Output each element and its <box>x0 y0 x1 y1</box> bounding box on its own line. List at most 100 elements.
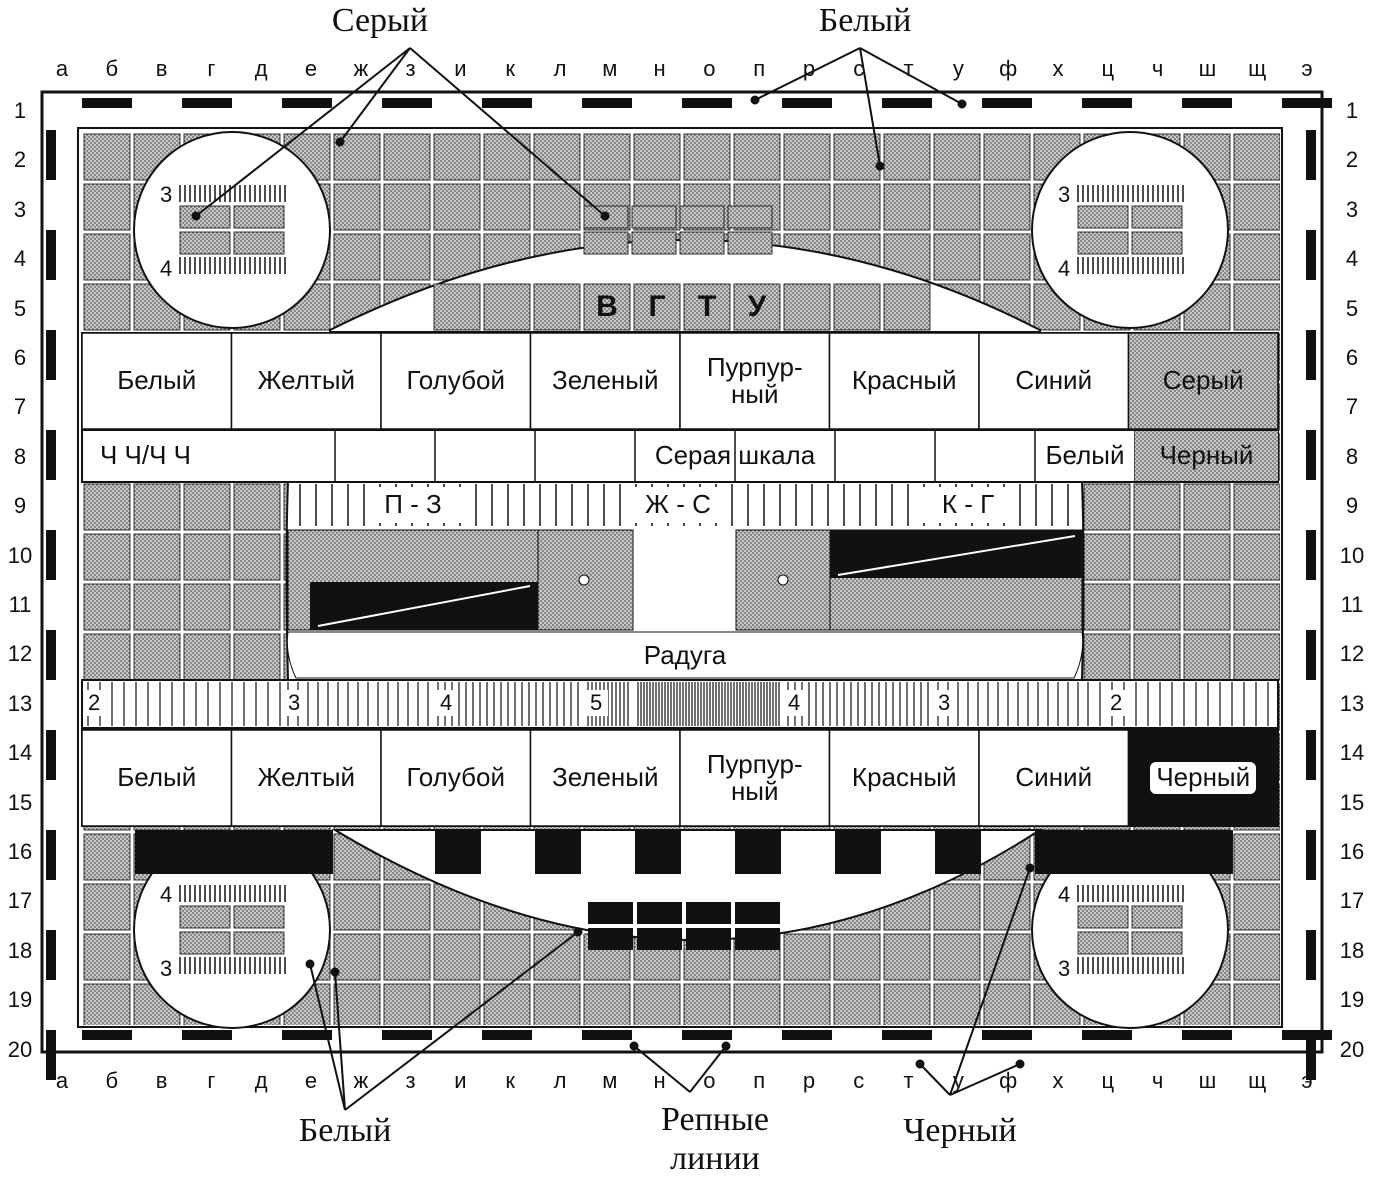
row-number-left: 18 <box>7 937 33 963</box>
grid-cell <box>933 983 981 1025</box>
grey-scale-black-label: Черный <box>1159 440 1254 471</box>
callout-black-bottom: Черный <box>903 1112 1017 1149</box>
column-letter-top: ф <box>999 56 1018 81</box>
circle-block <box>1077 931 1129 955</box>
phase-label: П - З <box>384 489 442 520</box>
grid-cell <box>333 183 381 231</box>
grid-cell <box>233 533 281 581</box>
black-block <box>735 830 781 874</box>
grid-cell <box>83 133 131 181</box>
grid-cell <box>733 133 781 181</box>
color-bar-bottom-label: Белый <box>117 762 197 793</box>
grid-cell <box>783 133 831 181</box>
circle-digit: 3 <box>160 182 173 207</box>
grey-scale-row <box>334 430 1278 482</box>
circle-block <box>233 931 285 955</box>
color-bar-bottom-label: Желтый <box>257 762 356 793</box>
phase-label-bg <box>920 487 1016 523</box>
column-letter-bottom: м <box>602 1068 618 1093</box>
grid-cell <box>533 983 581 1025</box>
grid-cell <box>783 183 831 231</box>
callout-line <box>339 47 411 143</box>
grid-cell <box>1233 983 1280 1025</box>
resolution-digit: 3 <box>288 690 301 715</box>
grid-cell <box>933 233 981 281</box>
border-check <box>1306 230 1316 280</box>
row-number-right: 8 <box>1345 443 1359 469</box>
column-letter-bottom: з <box>405 1068 416 1093</box>
grid-cell <box>1233 233 1280 281</box>
letter-box <box>883 283 931 331</box>
grid-cell <box>483 933 531 981</box>
color-bar-top <box>529 332 681 430</box>
circle-digit: 4 <box>1058 256 1071 281</box>
column-letter-bottom: о <box>703 1068 716 1093</box>
letter-box <box>533 283 581 331</box>
column-letter-bottom: с <box>853 1068 865 1093</box>
callout-line <box>919 1063 951 1096</box>
grid-cell <box>1233 833 1280 881</box>
row-number-right: 12 <box>1339 641 1365 667</box>
column-letter-top: б <box>105 56 119 81</box>
border-check <box>46 430 56 480</box>
phase-label: Ж - С <box>645 489 711 520</box>
border-check <box>1082 98 1132 108</box>
resolution-digit: 2 <box>1110 690 1123 715</box>
callout-white-bottom: Белый <box>298 1112 392 1149</box>
border-check <box>1306 730 1316 780</box>
color-bar-bottom-label: Зеленый <box>551 762 659 793</box>
resolution-digit-bg <box>586 690 608 716</box>
row-number-right: 16 <box>1339 839 1365 864</box>
callout-dot <box>875 161 885 171</box>
grid-cell <box>83 533 131 581</box>
column-letter-top: а <box>55 56 69 81</box>
letter-box <box>433 283 481 331</box>
grid-cell <box>583 983 631 1025</box>
letter-box <box>683 283 731 331</box>
row-number-right: 9 <box>1345 493 1359 519</box>
color-bar-top-label: Серый <box>1162 365 1244 396</box>
border-check <box>882 1030 932 1040</box>
color-bar-bottom <box>978 729 1130 827</box>
black-block <box>935 830 981 874</box>
column-letter-top: р <box>802 56 816 81</box>
row-number-right: 2 <box>1345 147 1359 173</box>
column-letter-top: п <box>753 56 766 81</box>
resolution-digit-bg <box>84 690 106 716</box>
column-letter-top: ш <box>1198 56 1217 81</box>
color-bar-bottom-label: Голубой <box>406 762 506 793</box>
column-letter-bottom: и <box>454 1068 467 1093</box>
border-check <box>982 1030 1032 1040</box>
color-bar-bottom <box>529 729 681 827</box>
row-number-right: 20 <box>1339 1036 1365 1062</box>
circle-block <box>179 931 231 955</box>
circle-digit: 4 <box>1058 882 1071 907</box>
circle-block <box>1131 931 1183 955</box>
column-letter-top: щ <box>1248 56 1267 81</box>
color-bar-top-label: Синий <box>1015 365 1093 396</box>
row-number-right: 17 <box>1339 888 1365 914</box>
color-bar-top <box>380 332 532 430</box>
grid-cell <box>1233 283 1280 331</box>
row-number-left: 1 <box>13 98 27 123</box>
color-bar-bottom <box>230 729 382 827</box>
resolution-digit-bg <box>784 690 806 716</box>
grid-cell <box>83 483 131 531</box>
top-block <box>679 205 725 229</box>
border-check <box>182 1030 232 1040</box>
diag-line <box>317 585 531 627</box>
column-letter-top: м <box>602 56 618 81</box>
grid-cell <box>483 983 531 1025</box>
callout-dot <box>330 967 340 977</box>
grid-cell <box>383 983 431 1025</box>
grid-cell <box>183 483 231 531</box>
grid-cell <box>683 133 731 181</box>
border-check <box>182 98 232 108</box>
border-check <box>282 1030 332 1040</box>
row-number-left: 12 <box>7 641 33 667</box>
grid-cell <box>133 583 181 631</box>
black-block <box>735 928 780 950</box>
grid-cell <box>433 983 481 1025</box>
grid-cell <box>383 933 431 981</box>
grid-cell <box>983 133 1031 181</box>
